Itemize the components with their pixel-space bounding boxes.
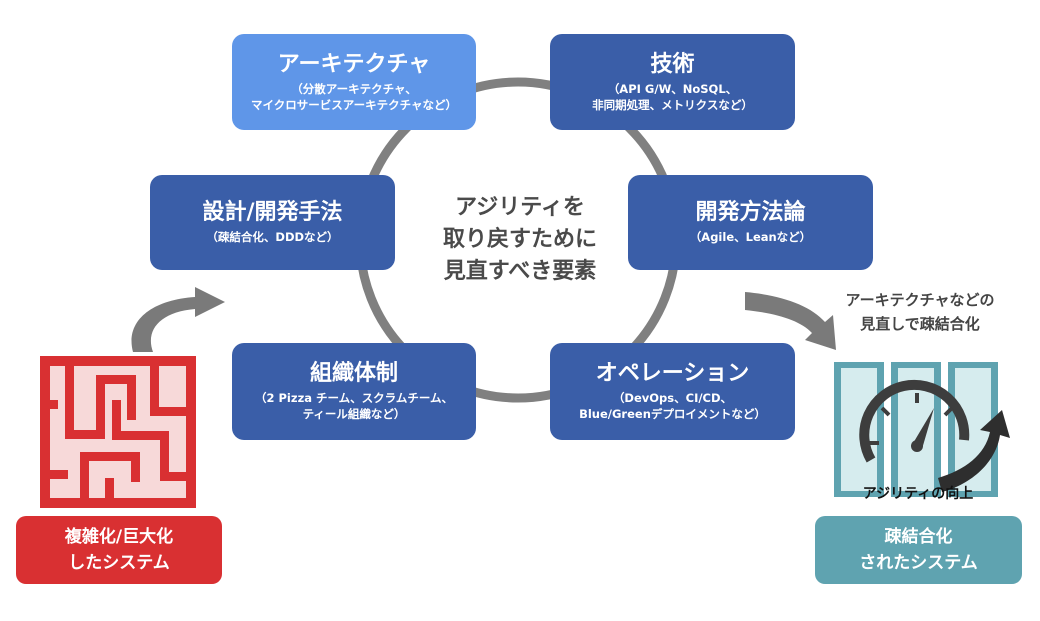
box-subtitle: （DevOps、CI/CD、 Blue/Greenデプロイメントなど） xyxy=(579,390,766,422)
box-subtitle-line: （分散アーキテクチャ、 xyxy=(291,81,417,96)
badge-line: 疎結合化 xyxy=(884,527,953,547)
box-title: オペレーション xyxy=(595,361,750,386)
decoupled-panels xyxy=(834,362,998,497)
center-heading-line: 見直すべき要素 xyxy=(443,259,597,284)
note-line: アーキテクチャなどの xyxy=(845,291,995,309)
curved-arrow-icon xyxy=(938,410,1010,492)
badge-line: されたシステム xyxy=(859,553,978,573)
box-subtitle: （分散アーキテクチャ、 マイクロサービスアーキテクチャなど） xyxy=(251,81,457,113)
box-subtitle: （Agile、Leanなど） xyxy=(689,230,812,244)
curved-arrow-left xyxy=(131,287,225,352)
gauge-icon xyxy=(859,379,970,463)
box-subtitle-line: Blue/Greenデプロイメントなど） xyxy=(579,407,766,421)
box-subtitle: （API G/W、NoSQL、 非同期処理、メトリクスなど） xyxy=(592,81,753,113)
note-line: 見直しで疎結合化 xyxy=(860,315,980,333)
box-subtitle-line: （API G/W、NoSQL、 xyxy=(607,81,738,96)
box-technology: 技術 （API G/W、NoSQL、 非同期処理、メトリクスなど） xyxy=(550,34,795,130)
decoupled-system-badge: 疎結合化 されたシステム xyxy=(815,516,1022,584)
curved-arrow-right xyxy=(745,292,836,350)
box-architecture: アーキテクチャ （分散アーキテクチャ、 マイクロサービスアーキテクチャなど） xyxy=(232,34,476,130)
box-title: 設計/開発手法 xyxy=(202,200,343,225)
badge-line: したシステム xyxy=(68,553,170,573)
box-subtitle-line: 非同期処理、メトリクスなど） xyxy=(592,97,753,112)
box-subtitle: （2 Pizza チーム、スクラムチーム、 ティール組織など） xyxy=(255,390,453,422)
complex-system-badge: 複雑化/巨大化 したシステム xyxy=(16,516,222,584)
box-subtitle-line: ティール組織など） xyxy=(302,407,406,421)
box-title: アーキテクチャ xyxy=(277,51,431,77)
badge-line: 複雑化/巨大化 xyxy=(64,527,174,547)
box-operation: オペレーション （DevOps、CI/CD、 Blue/Greenデプロイメント… xyxy=(550,343,795,440)
center-heading-line: 取り戻すために xyxy=(442,227,597,252)
box-subtitle-line: （DevOps、CI/CD、 xyxy=(612,391,733,405)
box-subtitle: （疎結合化、DDDなど） xyxy=(206,230,339,244)
center-heading: アジリティを 取り戻すために 見直すべき要素 xyxy=(410,192,630,288)
box-dev-method: 開発方法論 （Agile、Leanなど） xyxy=(628,175,873,270)
box-design: 設計/開発手法 （疎結合化、DDDなど） xyxy=(150,175,395,270)
maze-icon xyxy=(40,356,196,508)
box-title: 技術 xyxy=(650,51,695,77)
decoupling-note: アーキテクチャなどの 見直しで疎結合化 xyxy=(830,288,1010,336)
box-subtitle-line: （2 Pizza チーム、スクラムチーム、 xyxy=(255,391,453,405)
box-title: 開発方法論 xyxy=(695,200,806,225)
center-heading-line: アジリティを xyxy=(455,195,585,220)
box-subtitle-line: マイクロサービスアーキテクチャなど） xyxy=(251,97,457,112)
agility-label: アジリティの向上 xyxy=(862,486,974,502)
box-title: 組織体制 xyxy=(309,361,398,386)
box-organization: 組織体制 （2 Pizza チーム、スクラムチーム、 ティール組織など） xyxy=(232,343,476,440)
